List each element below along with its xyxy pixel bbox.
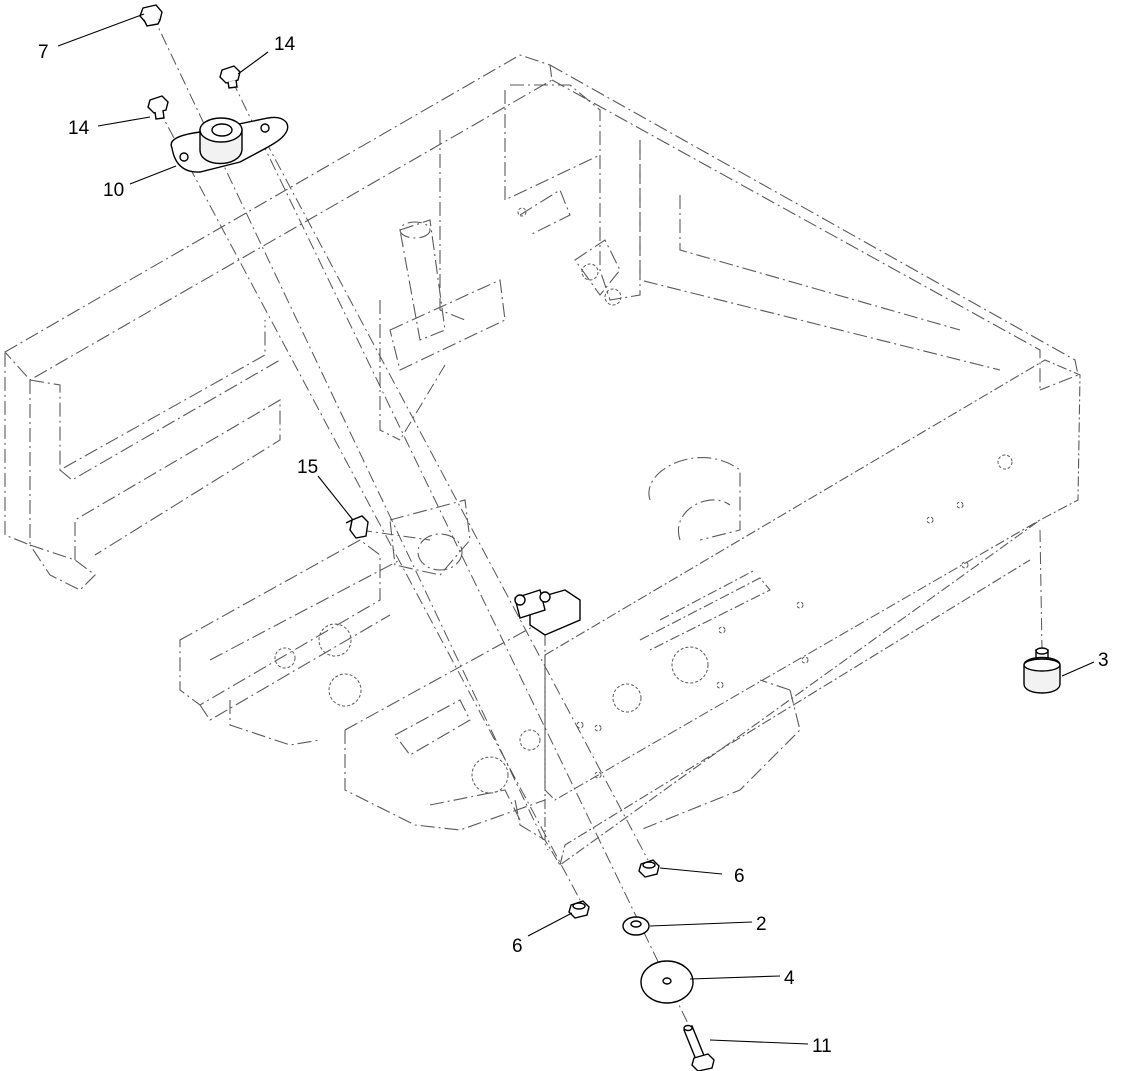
callout-14-left: 14 <box>68 118 90 139</box>
callout-3: 3 <box>1098 650 1109 671</box>
callout-14-right: 14 <box>274 34 296 55</box>
callout-6-right: 6 <box>734 866 745 887</box>
callout-15: 15 <box>297 457 318 478</box>
washer-4 <box>640 960 694 1004</box>
callout-4: 4 <box>784 968 795 989</box>
bumper-3 <box>1023 647 1061 694</box>
nut-6-left <box>568 900 590 919</box>
nut-6-right <box>638 859 660 878</box>
bolt-14-left <box>147 95 169 120</box>
callout-7: 7 <box>38 42 49 63</box>
frame-outline <box>4 54 1081 866</box>
washer-2 <box>622 916 650 936</box>
leader-lines <box>57 13 1095 1045</box>
callout-11: 11 <box>812 1036 832 1057</box>
mount-10 <box>170 116 289 173</box>
clip-15 <box>345 515 369 539</box>
callout-6-left: 6 <box>512 936 523 957</box>
callout-2: 2 <box>756 914 767 935</box>
assembly-centerlines <box>151 13 1043 1066</box>
bolt-7 <box>139 4 163 27</box>
callout-10: 10 <box>103 180 124 201</box>
bolt-14-right <box>219 65 241 89</box>
bolt-11 <box>683 1024 715 1071</box>
